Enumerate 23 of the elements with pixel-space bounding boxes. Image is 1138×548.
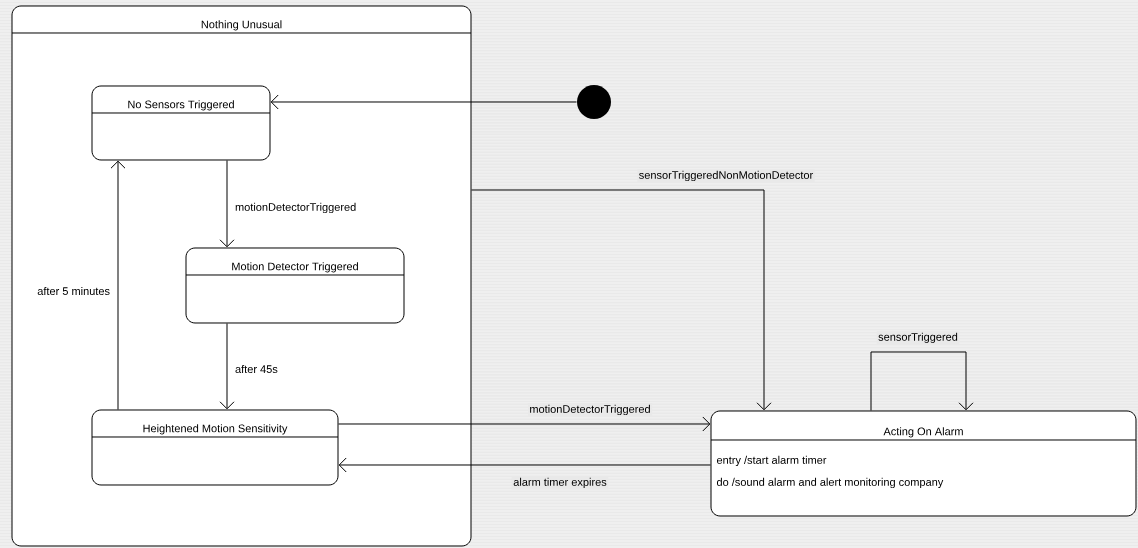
- arrow: [471, 189, 772, 411]
- edge-label: after 45s: [233, 363, 280, 375]
- edge-label: motionDetectorTriggered: [233, 201, 358, 215]
- state-name: Heightened Motion Sensitivity: [143, 424, 288, 435]
- initial-state-dot: [577, 85, 611, 119]
- edge-label: alarm timer expires: [511, 476, 609, 490]
- arrow: [270, 94, 577, 110]
- state-name: No Sensors Triggered: [128, 100, 234, 111]
- arrow: [219, 323, 235, 410]
- arrow: [219, 160, 235, 248]
- state-name: Motion Detector Triggered: [232, 262, 358, 273]
- edge-label: motionDetectorTriggered: [527, 403, 653, 417]
- edge-label: sensorTriggeredNonMotionDetector: [637, 169, 815, 183]
- edge-label: sensorTriggered: [876, 331, 960, 345]
- arrow: [338, 457, 711, 473]
- state-activity: entry /start alarm timer: [717, 455, 827, 467]
- state-name: Acting On Alarm: [883, 427, 963, 438]
- arrow: [110, 160, 126, 410]
- state-activity: do /sound alarm and alert monitoring company: [716, 477, 944, 489]
- arrow: [870, 351, 974, 411]
- arrow: [338, 416, 711, 432]
- state-name: Nothing Unusual: [201, 20, 282, 31]
- edge-label: after 5 minutes: [35, 285, 112, 297]
